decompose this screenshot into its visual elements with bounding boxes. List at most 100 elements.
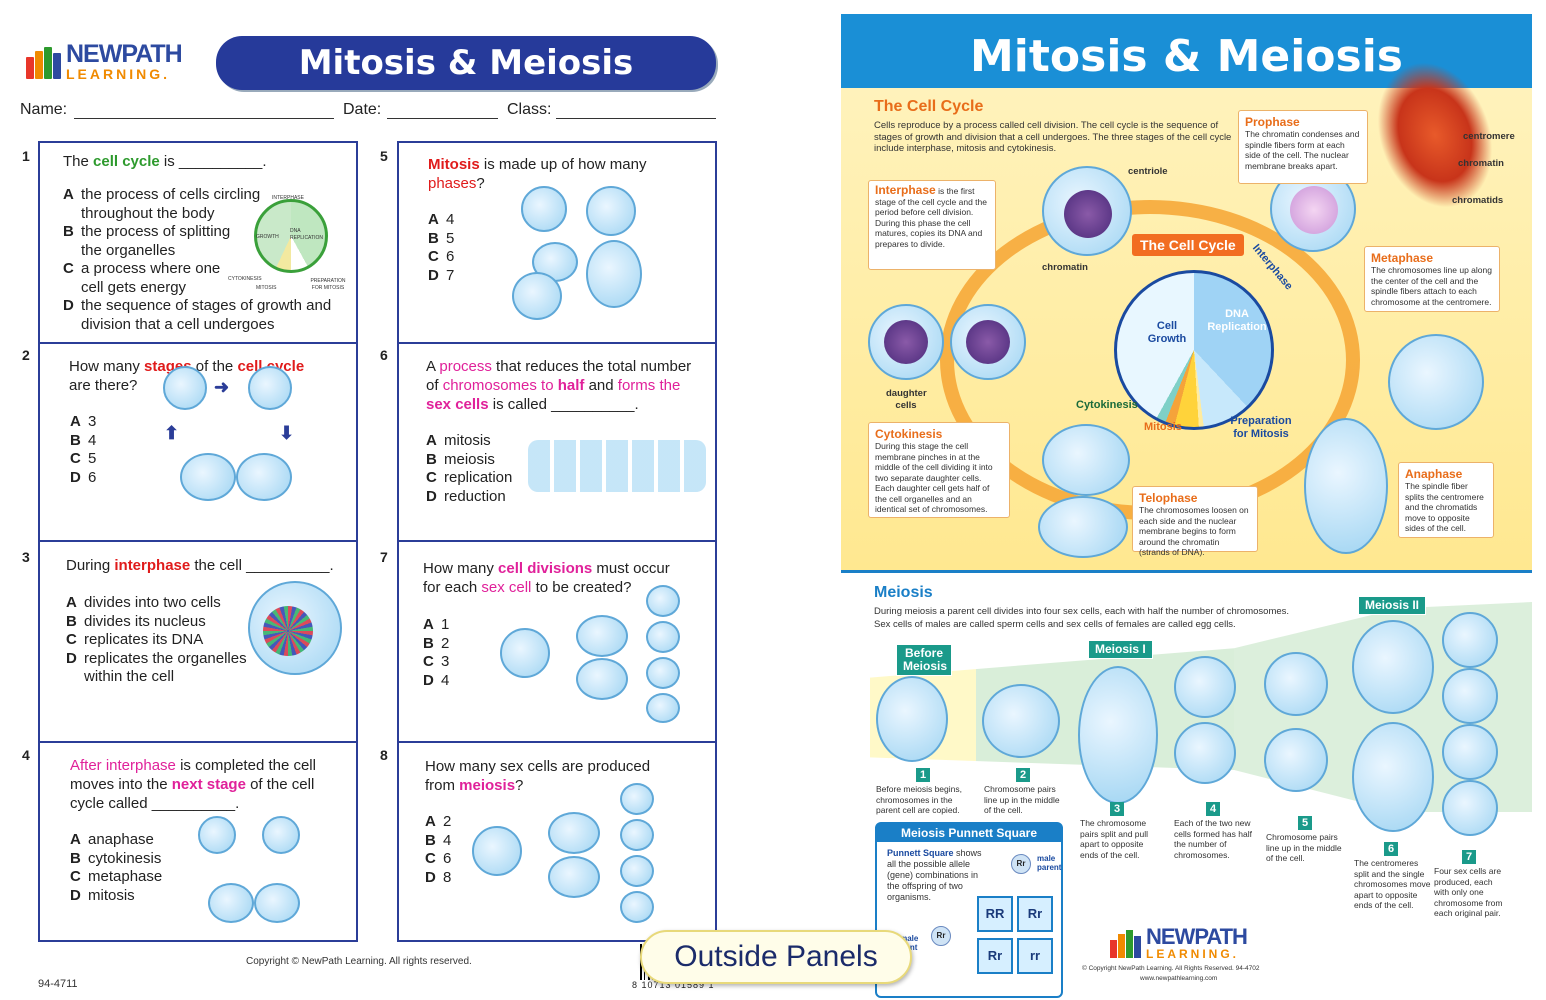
- phase-title: Prophase: [1245, 115, 1300, 129]
- sex-cell: [1442, 780, 1498, 836]
- phase-title: Anaphase: [1405, 467, 1463, 481]
- step-text: The chromosome pairs split and pull apar…: [1080, 818, 1149, 860]
- step-text: Four sex cells are produced, each with o…: [1434, 866, 1503, 918]
- question-number-6: 6: [380, 347, 388, 363]
- meiosis-cell-4b: [1174, 722, 1236, 784]
- nucleus-illustration: [263, 606, 313, 656]
- pie-label-prep: Preparation for Mitosis: [1230, 415, 1292, 440]
- phase-box-telophase: Telophase The chromosomes loosen on each…: [1132, 486, 1258, 557]
- logo-bars-icon: [26, 45, 62, 79]
- arrow-up-icon: ⬆: [164, 423, 180, 443]
- punnett-cell: Rr: [977, 938, 1013, 974]
- meiosis-heading: Meiosis: [874, 584, 933, 601]
- cell-illustration: [548, 812, 600, 854]
- meiosis-cell-6b: [1352, 722, 1434, 832]
- phase-body: The chromosomes loosen on each side and …: [1139, 505, 1249, 557]
- phase-body: is the first stage of the cell cycle and…: [875, 186, 987, 249]
- punnett-title: Meiosis Punnett Square: [877, 824, 1061, 842]
- option-cont: throughout the body: [81, 204, 215, 222]
- cell-illustration: [548, 856, 600, 898]
- logo-line1: NEWPATH: [1146, 924, 1248, 949]
- outside-panels-label: Outside Panels: [674, 940, 878, 973]
- name-field[interactable]: [74, 118, 334, 119]
- step-badge: 2: [1016, 768, 1030, 782]
- question-3-text: During interphase the cell __________.: [66, 557, 334, 574]
- date-field[interactable]: [387, 118, 498, 119]
- phase-title: Cytokinesis: [875, 427, 943, 441]
- cell-illustration: [472, 826, 522, 876]
- cell-illustration: [646, 693, 680, 723]
- cell-illustration: [163, 366, 207, 410]
- question-number-5: 5: [380, 148, 388, 164]
- phase-box-metaphase: Metaphase The chromosomes line up along …: [1364, 246, 1500, 312]
- mini-growth-label: GROWTH: [256, 234, 279, 240]
- label-centromere: centromere: [1463, 131, 1515, 142]
- pie-label-cytokinesis: Cytokinesis: [1076, 399, 1138, 411]
- cell-illustration: [586, 186, 636, 236]
- cell-cycle-heading: The Cell Cycle: [874, 98, 984, 115]
- class-field[interactable]: [556, 118, 716, 119]
- step-badge: 7: [1462, 850, 1476, 864]
- worksheet-copyright: Copyright © NewPath Learning. All rights…: [246, 956, 472, 967]
- step-badge: 1: [916, 768, 930, 782]
- pie-label-mitosis: Mitosis: [1144, 421, 1182, 433]
- question-number-2: 2: [22, 347, 30, 363]
- punnett-cell: RR: [977, 896, 1013, 932]
- step-badge: 4: [1206, 802, 1220, 816]
- anaphase-cell: [1304, 418, 1388, 554]
- cell-illustration: [646, 657, 680, 689]
- cell-cycle-pie-chart: [1114, 270, 1274, 430]
- phase-title: Telophase: [1139, 491, 1198, 505]
- poster-panel: Mitosis & Meiosis The Cell Cycle Cells r…: [770, 0, 1546, 1000]
- step-badge: 6: [1384, 842, 1398, 856]
- option-cont: within the cell: [84, 668, 175, 685]
- section-divider: [841, 570, 1532, 573]
- cell-illustration: [586, 240, 642, 308]
- step-text: The centromeres split and the single chr…: [1354, 858, 1431, 910]
- cell-illustration: [500, 628, 550, 678]
- poster-copyright: © Copyright NewPath Learning. All Rights…: [1082, 965, 1260, 972]
- cell-illustration: [646, 585, 680, 617]
- worksheet-title-bar: Mitosis & Meiosis: [216, 36, 716, 90]
- daughter-cell: [950, 304, 1026, 380]
- worksheet-code: 94-4711: [38, 978, 78, 990]
- cell-illustration: [236, 453, 292, 501]
- step-badge: 5: [1298, 816, 1312, 830]
